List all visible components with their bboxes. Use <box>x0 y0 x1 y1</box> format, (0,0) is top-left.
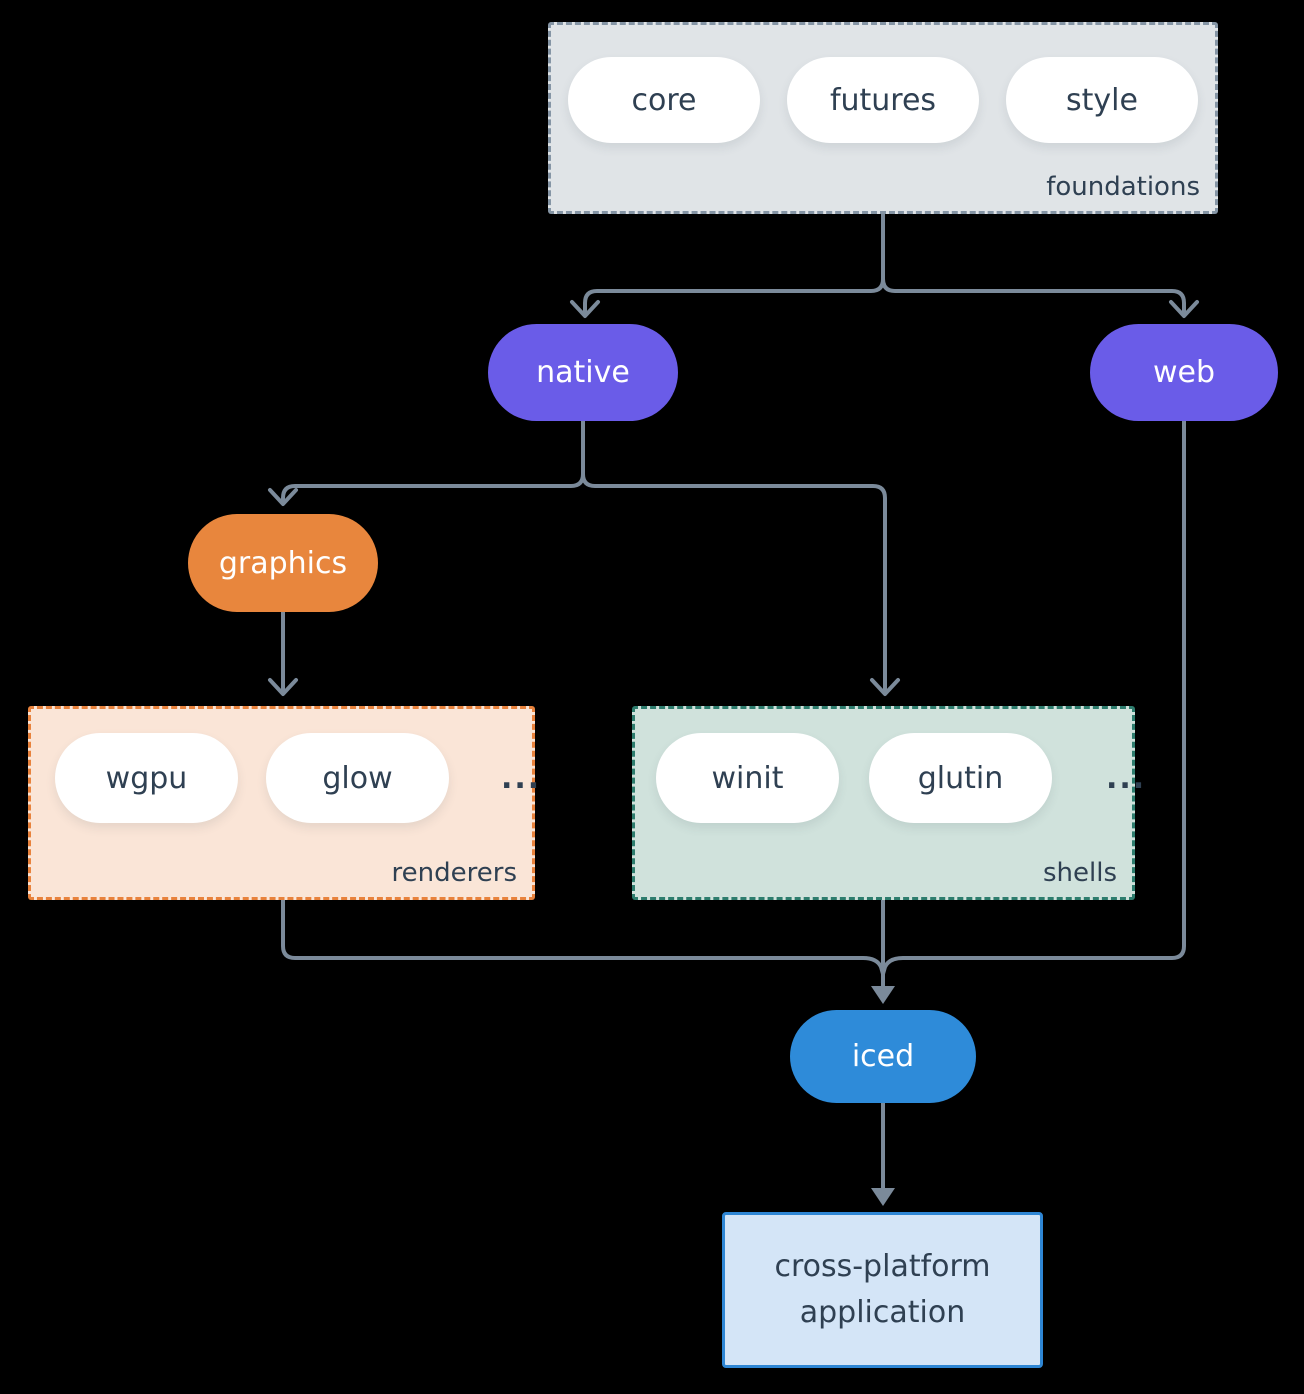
foundations-pill-row: core futures style <box>551 57 1215 143</box>
arrowhead-web-icon <box>1169 300 1199 318</box>
shells-group-label: shells <box>1042 858 1117 888</box>
renderers-group-box: wgpu glow ... renderers <box>28 706 539 900</box>
connector-web-to-iced <box>881 419 1186 976</box>
arrowhead-renderers-icon <box>268 678 298 696</box>
renderers-group-label: renderers <box>391 858 517 888</box>
connector-native-to-graphics <box>281 419 585 504</box>
connector-foundations-to-native <box>583 212 885 316</box>
node-wgpu: wgpu <box>55 733 238 823</box>
arrowhead-native-icon <box>570 300 600 318</box>
arrowhead-shells-icon <box>870 678 900 696</box>
arrowhead-graphics-icon <box>268 488 298 506</box>
connector-foundations-to-web <box>881 277 1186 316</box>
node-winit: winit <box>656 733 839 823</box>
connector-native-to-shells <box>581 472 887 694</box>
node-web: web <box>1090 324 1278 421</box>
node-style: style <box>1006 57 1198 143</box>
shells-pill-row: winit glutin ... <box>656 733 1146 823</box>
node-core: core <box>568 57 760 143</box>
arrowhead-iced-icon <box>871 986 895 1004</box>
node-glutin: glutin <box>869 733 1052 823</box>
connector-renderers-to-iced <box>281 898 885 976</box>
node-glow: glow <box>266 733 449 823</box>
foundations-group-label: foundations <box>1046 172 1200 202</box>
shells-group-box: winit glutin ... shells <box>632 706 1144 900</box>
cross-platform-application-box: cross-platform application <box>722 1212 1043 1368</box>
shells-ellipsis: ... <box>1106 760 1147 796</box>
node-futures: futures <box>787 57 979 143</box>
foundations-group-box: core futures style foundations <box>548 22 1218 214</box>
node-iced: iced <box>790 1010 976 1103</box>
node-graphics: graphics <box>188 514 378 612</box>
renderers-ellipsis: ... <box>501 760 542 796</box>
node-native: native <box>488 324 678 421</box>
arrowhead-application-icon <box>871 1188 895 1206</box>
renderers-pill-row: wgpu glow ... <box>55 733 541 823</box>
